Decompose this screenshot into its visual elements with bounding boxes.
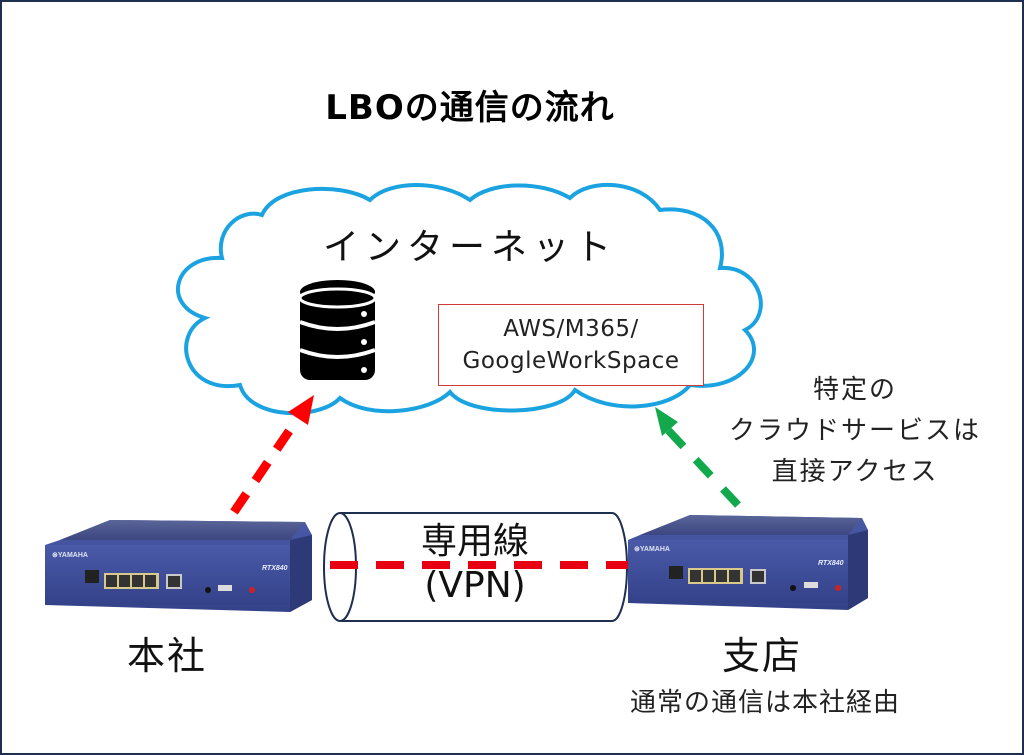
direct-access-note-line3: 直接アクセス xyxy=(771,457,939,487)
branch-router: ⊛YAMAHA RTX840 xyxy=(628,515,868,610)
direct-access-note: 特定の クラウドサービスは 直接アクセス xyxy=(705,370,1005,493)
cloud-services-line2: GoogleWorkSpace xyxy=(462,348,680,374)
cloud-services-line1: AWS/M365/ xyxy=(503,316,639,342)
cloud-services-box: AWS/M365/ GoogleWorkSpace xyxy=(438,304,704,386)
vpn-label-line1: 専用線 xyxy=(420,521,529,562)
svg-text:⊛YAMAHA: ⊛YAMAHA xyxy=(634,546,670,553)
hq-router: ⊛YAMAHA RTX840 xyxy=(45,520,312,612)
direct-access-arrow xyxy=(655,407,741,508)
direct-access-note-line2: クラウドサービスは xyxy=(728,416,981,446)
hq-internet-arrow xyxy=(230,395,314,515)
diagram-title: LBOの通信の流れ xyxy=(325,88,615,128)
vpn-label-line2: (VPN) xyxy=(424,565,526,606)
svg-text:⊛YAMAHA: ⊛YAMAHA xyxy=(52,552,88,559)
branch-routing-note: 通常の通信は本社経由 xyxy=(629,688,900,718)
database-server-icon xyxy=(298,280,377,380)
internet-label: インターネット xyxy=(322,227,617,268)
hq-label: 本社 xyxy=(127,634,208,678)
branch-label: 支店 xyxy=(722,634,803,678)
direct-access-note-line1: 特定の xyxy=(812,375,897,405)
svg-text:RTX840: RTX840 xyxy=(818,560,844,567)
svg-text:RTX840: RTX840 xyxy=(262,565,288,572)
vpn-label: 専用線 (VPN) xyxy=(350,520,600,608)
